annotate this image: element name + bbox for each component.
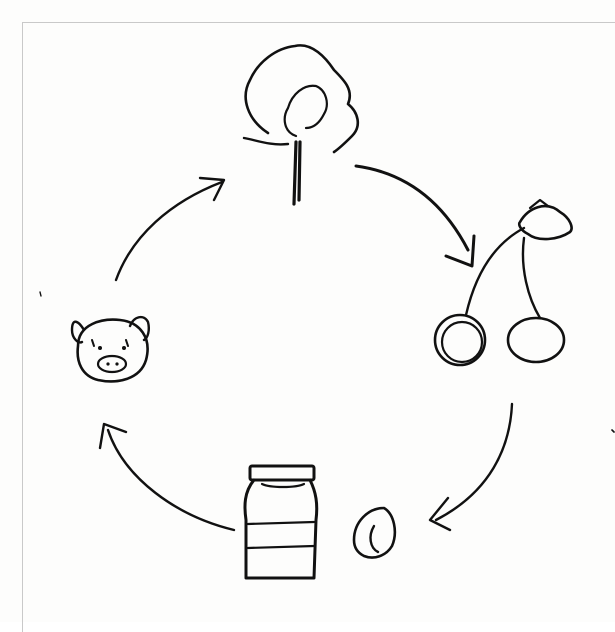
arrow-pig-to-tree (114, 176, 226, 282)
arrow-cherries-to-seed (428, 402, 514, 532)
tree-icon (242, 44, 360, 206)
seed-icon (352, 506, 397, 559)
sheet-edge (22, 22, 615, 632)
jar-icon (243, 464, 319, 580)
paper-marks (39, 291, 615, 433)
pig-icon (70, 315, 150, 383)
arrow-tree-to-cherries (354, 164, 476, 268)
cherries-icon (433, 198, 573, 367)
arrow-jar-to-pig (98, 422, 236, 532)
